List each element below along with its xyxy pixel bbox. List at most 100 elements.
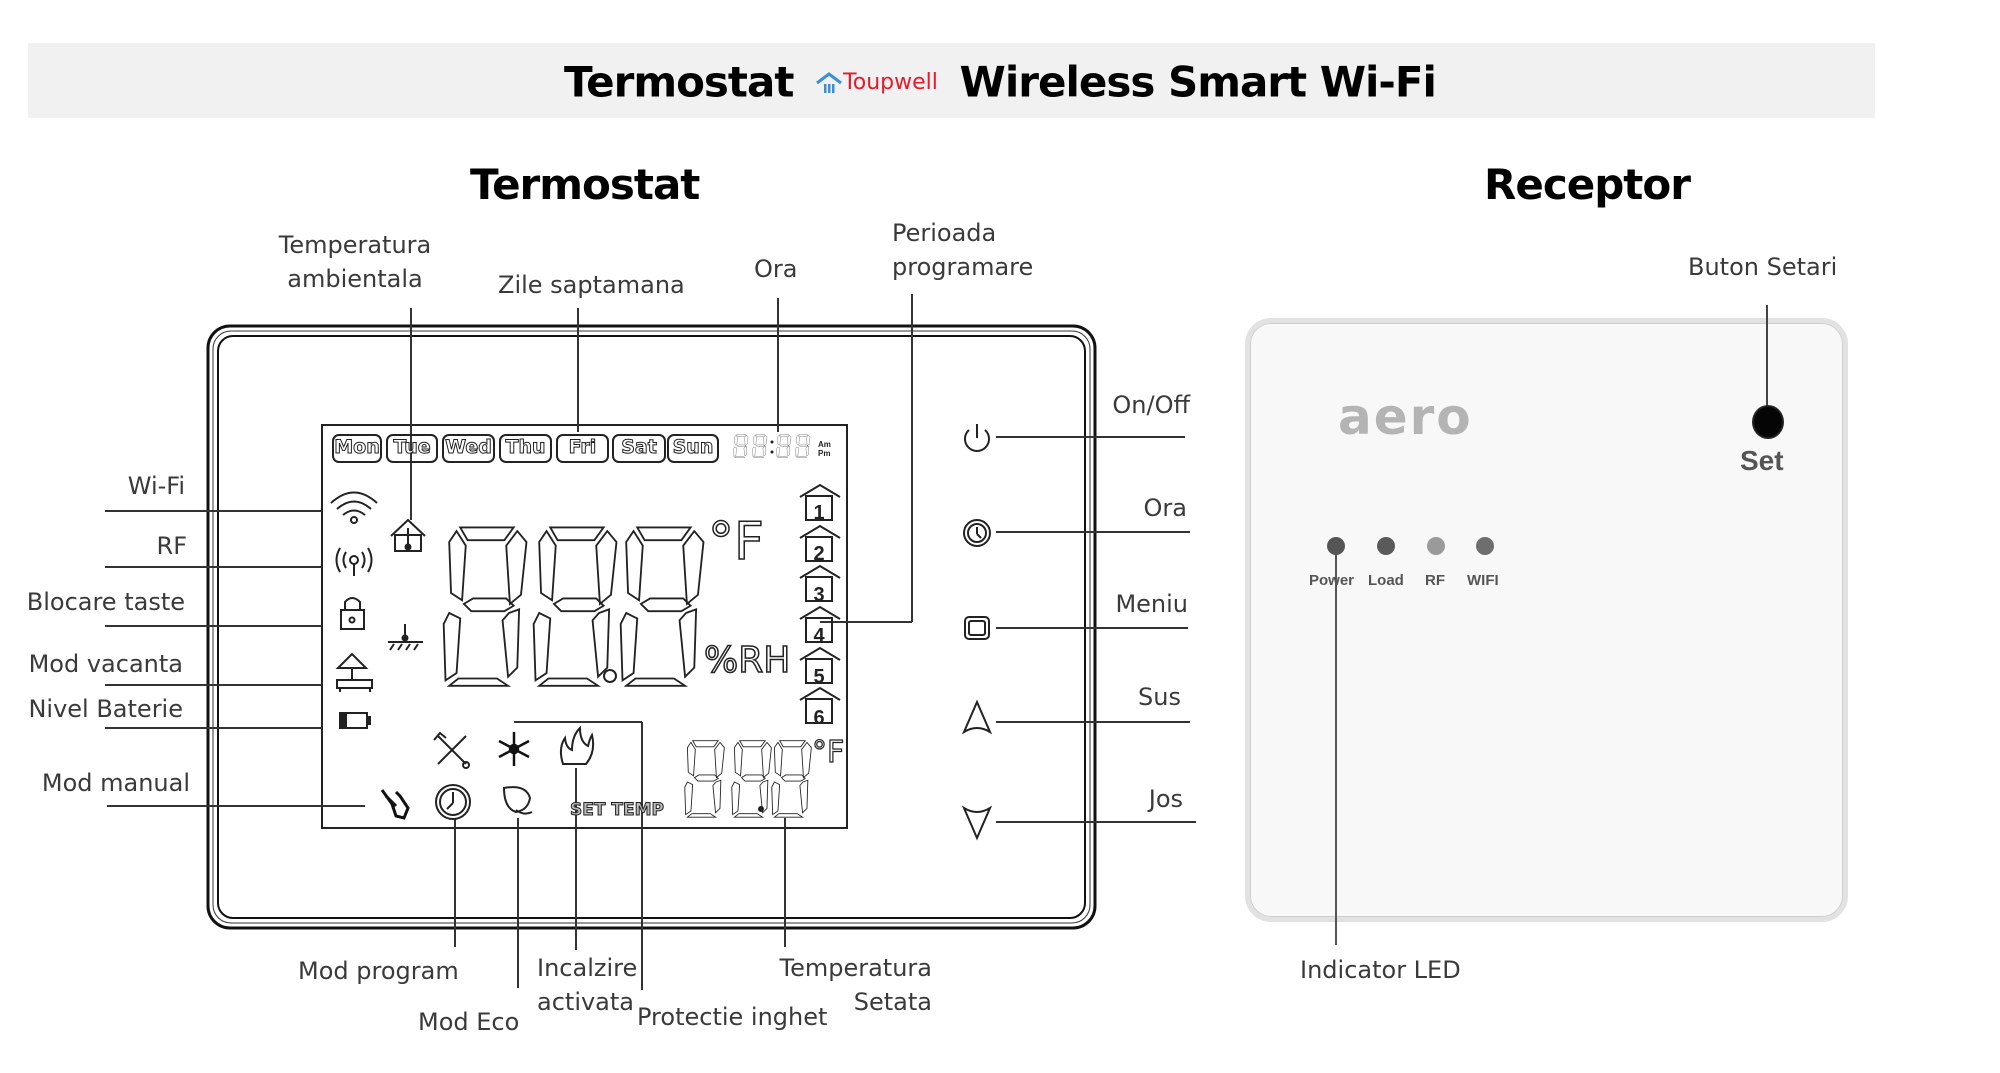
thermostat-title: Termostat xyxy=(470,160,700,209)
lcd-am-pm: Am Pm xyxy=(818,440,831,458)
lcd-humidity-unit: %RH xyxy=(703,639,791,682)
header-bar xyxy=(28,43,1875,118)
lcd-day-thu: Thu xyxy=(505,436,546,459)
callout-lines xyxy=(105,294,1196,990)
lcd-set-unit: °F xyxy=(811,734,845,770)
manual-hand-icon xyxy=(380,789,410,820)
period-1: 1 xyxy=(813,502,825,524)
lcd-days xyxy=(332,434,719,463)
period-4: 4 xyxy=(813,625,825,647)
label-indicator-led: Indicator LED xyxy=(1300,956,1461,984)
up-triangle-icon xyxy=(961,699,993,735)
label-line: programare xyxy=(892,253,1034,281)
label-up: Sus xyxy=(1138,683,1181,711)
label-menu: Meniu xyxy=(1115,590,1188,618)
label-frost-protection: Protectie inghet xyxy=(637,1003,828,1031)
lcd-day-wed: Wed xyxy=(445,436,493,459)
lcd-day-sun: Sun xyxy=(672,436,714,459)
settings-tools-icon xyxy=(433,731,470,769)
led-power xyxy=(1327,537,1345,555)
rf-icon xyxy=(335,547,373,576)
receptor-device xyxy=(1245,318,1848,922)
program-clock-icon xyxy=(435,784,471,820)
house-logo-icon xyxy=(816,71,842,93)
label-weekdays: Zile saptamana xyxy=(498,271,685,299)
lcd-main-digits xyxy=(442,526,705,687)
led-label-wifi: WIFI xyxy=(1467,572,1499,589)
label-clock-button: Ora xyxy=(1143,494,1187,522)
title-right: Wireless Smart Wi-Fi xyxy=(959,57,1437,107)
frost-snowflake-icon xyxy=(498,732,530,766)
label-program-mode: Mod program xyxy=(298,957,459,985)
label-line: Setata xyxy=(853,988,932,1016)
label-clock: Ora xyxy=(754,255,798,283)
down-triangle-icon xyxy=(961,805,993,841)
lcd-day-mon: Mon xyxy=(334,436,381,459)
lcd-am: Am xyxy=(818,440,831,449)
label-line: Incalzire xyxy=(537,954,638,982)
lcd-day-fri: Fri xyxy=(568,436,597,459)
label-on-off: On/Off xyxy=(1112,391,1190,419)
label-line: activata xyxy=(537,988,635,1016)
vacation-icon xyxy=(335,652,373,692)
clock-icon xyxy=(963,519,991,547)
heating-flame-icon xyxy=(559,725,595,765)
lcd-period-numbers: 1 2 3 4 5 6 xyxy=(806,493,832,739)
lcd-main-unit: °F xyxy=(707,511,764,573)
lcd-pm: Pm xyxy=(818,449,831,458)
program-period-icons xyxy=(799,483,841,724)
menu-square-icon xyxy=(964,616,990,640)
led-label-rf: RF xyxy=(1425,572,1445,589)
label-manual-mode: Mod manual xyxy=(41,769,190,797)
set-button[interactable] xyxy=(1752,405,1784,439)
receptor-brand-logo: aero xyxy=(1338,388,1473,446)
floor-temperature-icon xyxy=(388,624,423,651)
label-key-lock: Blocare taste xyxy=(26,588,185,616)
ambient-temperature-icon xyxy=(390,518,426,552)
lcd-day-row: Mon Tue Wed Thu Fri Sat Sun xyxy=(333,436,718,459)
battery-icon xyxy=(339,712,371,729)
label-wifi: Wi-Fi xyxy=(127,472,185,500)
label-line: Temperatura xyxy=(779,954,933,982)
label-program-period: Perioada programare xyxy=(892,216,1033,284)
label-line: Temperatura xyxy=(278,231,432,259)
wifi-icon xyxy=(330,491,378,524)
eco-leaf-icon xyxy=(502,786,533,815)
label-eco-mode: Mod Eco xyxy=(418,1008,520,1036)
period-6: 6 xyxy=(813,707,825,729)
lcd-set-temp-label: SET TEMP xyxy=(570,800,665,821)
brand-name: Toupwell xyxy=(843,69,938,95)
label-battery: Nivel Baterie xyxy=(28,695,183,723)
period-2: 2 xyxy=(813,543,825,565)
lcd-set-digits xyxy=(684,740,812,818)
led-load xyxy=(1377,537,1395,555)
label-ambient-temperature: Temperatura ambientala xyxy=(270,228,440,296)
label-heating-active: Incalzire activata xyxy=(537,951,637,1019)
power-icon xyxy=(964,424,990,452)
led-label-load: Load xyxy=(1368,572,1404,589)
main-title: Termostat Toupwell Wireless Smart Wi-Fi xyxy=(0,50,2000,113)
label-vacation: Mod vacanta xyxy=(28,650,183,678)
lcd-day-sat: Sat xyxy=(621,436,658,459)
label-line: ambientala xyxy=(287,265,423,293)
led-rf xyxy=(1427,537,1445,555)
led-wifi xyxy=(1476,537,1494,555)
label-line: Perioada xyxy=(892,219,997,247)
lcd-clock-digits xyxy=(733,434,811,458)
label-set-button: Buton Setari xyxy=(1688,253,1838,281)
period-5: 5 xyxy=(813,666,825,688)
lcd-day-tue: Tue xyxy=(393,436,431,459)
led-label-power: Power xyxy=(1309,572,1355,589)
title-left: Termostat xyxy=(564,57,794,107)
brand-logo: Toupwell xyxy=(815,53,938,113)
decimal-point xyxy=(603,669,617,683)
label-down: Jos xyxy=(1148,785,1183,813)
label-rf: RF xyxy=(156,532,187,560)
receptor-title: Receptor xyxy=(1484,160,1691,209)
period-3: 3 xyxy=(813,584,825,606)
label-set-temperature: Temperatura Setata xyxy=(760,951,933,1019)
lock-icon xyxy=(340,597,365,630)
set-button-label: Set xyxy=(1740,445,1784,476)
